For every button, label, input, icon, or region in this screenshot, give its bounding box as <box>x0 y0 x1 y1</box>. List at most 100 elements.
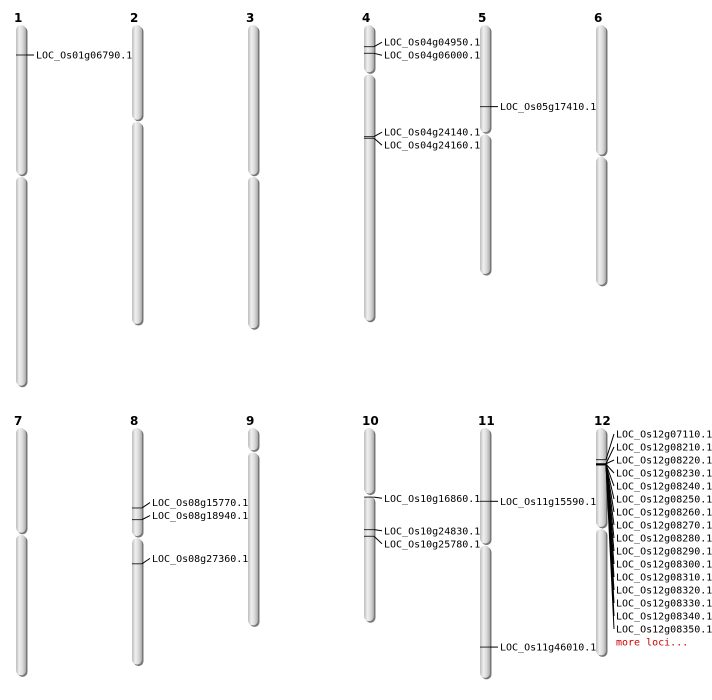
locus-connector <box>373 535 383 545</box>
locus[interactable]: LOC_Os12g08350.1 <box>596 464 712 636</box>
locus-label[interactable]: LOC_Os11g46010.1 <box>500 643 596 654</box>
locus[interactable]: LOC_Os10g25780.1 <box>364 535 480 550</box>
short-arm[interactable] <box>132 428 142 537</box>
chromosome-6: 6 <box>594 11 608 287</box>
locus[interactable]: LOC_Os12g08230.1 <box>596 463 712 480</box>
locus-label[interactable]: LOC_Os12g08320.1 <box>616 586 712 597</box>
locus[interactable]: LOC_Os11g46010.1 <box>480 643 596 654</box>
locus-label[interactable]: LOC_Os12g08330.1 <box>616 599 712 610</box>
long-arm[interactable] <box>364 74 374 321</box>
locus-label[interactable]: LOC_Os12g08210.1 <box>616 443 712 454</box>
locus-label[interactable]: LOC_Os12g08280.1 <box>616 534 712 545</box>
locus[interactable]: LOC_Os04g24140.1 <box>364 128 480 139</box>
locus-label[interactable]: LOC_Os04g24140.1 <box>384 128 480 139</box>
locus-label[interactable]: LOC_Os12g08250.1 <box>616 495 712 506</box>
locus-label[interactable]: LOC_Os04g24160.1 <box>384 141 480 152</box>
chromosome-number: 11 <box>478 414 495 428</box>
locus[interactable]: LOC_Os08g15770.1 <box>132 498 248 509</box>
chromosome-2: 2 <box>130 11 144 326</box>
long-arm[interactable] <box>132 121 142 325</box>
locus-label[interactable]: LOC_Os12g08310.1 <box>616 573 712 584</box>
short-arm[interactable] <box>364 428 374 494</box>
locus-label[interactable]: LOC_Os01g06790.1 <box>36 50 132 61</box>
locus[interactable]: LOC_Os04g24160.1 <box>364 137 480 152</box>
locus[interactable]: LOC_Os10g16860.1 <box>364 494 480 505</box>
locus-label[interactable]: LOC_Os10g25780.1 <box>384 539 480 550</box>
locus-label[interactable]: LOC_Os08g18940.1 <box>152 511 248 522</box>
locus-label[interactable]: LOC_Os12g08230.1 <box>616 469 712 480</box>
locus-connector <box>141 557 151 565</box>
short-arm[interactable] <box>16 25 26 175</box>
locus[interactable]: LOC_Os08g18940.1 <box>132 511 248 522</box>
locus[interactable]: LOC_Os10g24830.1 <box>364 526 480 537</box>
locus-label[interactable]: LOC_Os08g15770.1 <box>152 498 248 509</box>
locus-label[interactable]: LOC_Os12g08290.1 <box>616 547 712 558</box>
locus-label[interactable]: LOC_Os12g08340.1 <box>616 612 712 623</box>
locus-label[interactable]: LOC_Os12g08240.1 <box>616 482 712 493</box>
locus[interactable]: LOC_Os04g04950.1 <box>364 38 480 49</box>
chromosome-number: 12 <box>594 414 611 428</box>
locus[interactable]: LOC_Os01g06790.1 <box>16 50 132 61</box>
short-arm[interactable] <box>248 428 258 451</box>
short-arm[interactable] <box>596 25 606 155</box>
short-arm[interactable] <box>132 25 142 120</box>
chromosome-4: 4LOC_Os04g04950.1LOC_Os04g06000.1LOC_Os0… <box>362 11 480 323</box>
short-arm[interactable] <box>480 428 490 544</box>
locus-connector <box>605 433 615 460</box>
locus-connector <box>141 502 151 509</box>
locus-label[interactable]: LOC_Os10g24830.1 <box>384 526 480 537</box>
chromosome-7: 7 <box>14 414 28 677</box>
long-arm[interactable] <box>596 528 606 656</box>
locus-connector <box>373 137 383 146</box>
locus[interactable]: LOC_Os05g17410.1 <box>480 102 596 113</box>
locus-label[interactable]: LOC_Os05g17410.1 <box>500 102 596 113</box>
locus-label[interactable]: LOC_Os12g08350.1 <box>616 625 712 636</box>
locus-label[interactable]: LOC_Os12g08300.1 <box>616 560 712 571</box>
chromosome-8: 8LOC_Os08g15770.1LOC_Os08g18940.1LOC_Os0… <box>130 414 248 667</box>
chromosome-number: 3 <box>246 11 254 25</box>
locus[interactable]: LOC_Os11g15590.1 <box>480 497 596 508</box>
locus-label[interactable]: LOC_Os12g08220.1 <box>616 456 712 467</box>
locus-connector <box>373 41 383 48</box>
locus-label[interactable]: LOC_Os12g08260.1 <box>616 508 712 519</box>
locus-label[interactable]: LOC_Os12g08270.1 <box>616 521 712 532</box>
short-arm[interactable] <box>248 25 258 175</box>
chromosome-number: 2 <box>130 11 138 25</box>
long-arm[interactable] <box>596 156 606 285</box>
locus-label[interactable]: LOC_Os04g04950.1 <box>384 38 480 49</box>
long-arm[interactable] <box>16 176 26 386</box>
more-loci-link[interactable]: more loci... <box>616 638 688 649</box>
short-arm[interactable] <box>596 428 606 527</box>
long-arm[interactable] <box>480 545 490 678</box>
locus[interactable]: LOC_Os12g08220.1 <box>596 456 712 467</box>
locus-label[interactable]: LOC_Os04g06000.1 <box>384 51 480 62</box>
locus[interactable]: LOC_Os08g27360.1 <box>132 554 248 565</box>
locus-connector <box>605 464 615 630</box>
long-arm[interactable] <box>132 538 142 665</box>
short-arm[interactable] <box>16 428 26 533</box>
locus-connector <box>373 496 383 499</box>
locus-label[interactable]: LOC_Os10g16860.1 <box>384 494 480 505</box>
short-arm[interactable] <box>480 25 490 133</box>
locus-connector <box>373 52 383 56</box>
locus-connector <box>373 131 383 138</box>
chromosome-12: 12LOC_Os12g07110.1LOC_Os12g08210.1LOC_Os… <box>594 414 712 657</box>
locus[interactable]: LOC_Os12g07110.1 <box>596 430 712 461</box>
chromosome-number: 1 <box>14 11 22 25</box>
long-arm[interactable] <box>248 452 258 626</box>
long-arm[interactable] <box>248 176 258 329</box>
chromosome-10: 10LOC_Os10g16860.1LOC_Os10g24830.1LOC_Os… <box>362 414 480 623</box>
locus-label[interactable]: LOC_Os12g07110.1 <box>616 430 712 441</box>
long-arm[interactable] <box>480 134 490 275</box>
long-arm[interactable] <box>16 534 26 676</box>
locus-label[interactable]: LOC_Os08g27360.1 <box>152 554 248 565</box>
chromosome-number: 7 <box>14 414 22 428</box>
locus[interactable]: LOC_Os04g06000.1 <box>364 51 480 62</box>
locus-label[interactable]: LOC_Os11g15590.1 <box>500 497 596 508</box>
locus-connector <box>373 529 383 532</box>
long-arm[interactable] <box>364 495 374 622</box>
locus-connector <box>141 515 151 521</box>
short-arm[interactable] <box>364 25 374 73</box>
